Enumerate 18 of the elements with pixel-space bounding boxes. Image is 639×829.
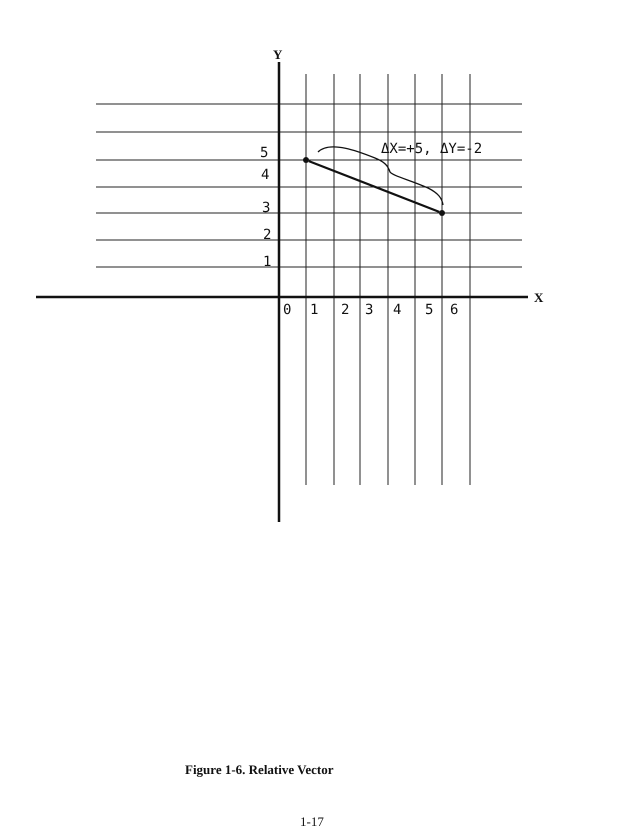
tick-label: 4 bbox=[261, 168, 270, 182]
tick-label: 5 bbox=[425, 303, 434, 317]
tick-label: 4 bbox=[393, 303, 402, 317]
axis-label: Y bbox=[273, 48, 282, 61]
vector-endpoint bbox=[439, 210, 445, 216]
tick-label: 3 bbox=[262, 201, 270, 215]
figure-caption: Figure 1-6. Relative Vector bbox=[185, 763, 334, 776]
tick-label: 1 bbox=[310, 303, 318, 317]
tick-label: 3 bbox=[365, 303, 374, 317]
tick-label: 5 bbox=[260, 146, 268, 160]
tick-label: 2 bbox=[341, 303, 350, 317]
vector-endpoint bbox=[303, 157, 309, 163]
page-number: 1-17 bbox=[300, 815, 324, 828]
tick-label: 6 bbox=[450, 303, 458, 317]
axis-label: X bbox=[534, 291, 544, 304]
tick-label: 2 bbox=[263, 228, 272, 242]
tick-label: 0 bbox=[283, 303, 292, 317]
tick-label: 1 bbox=[263, 255, 272, 269]
